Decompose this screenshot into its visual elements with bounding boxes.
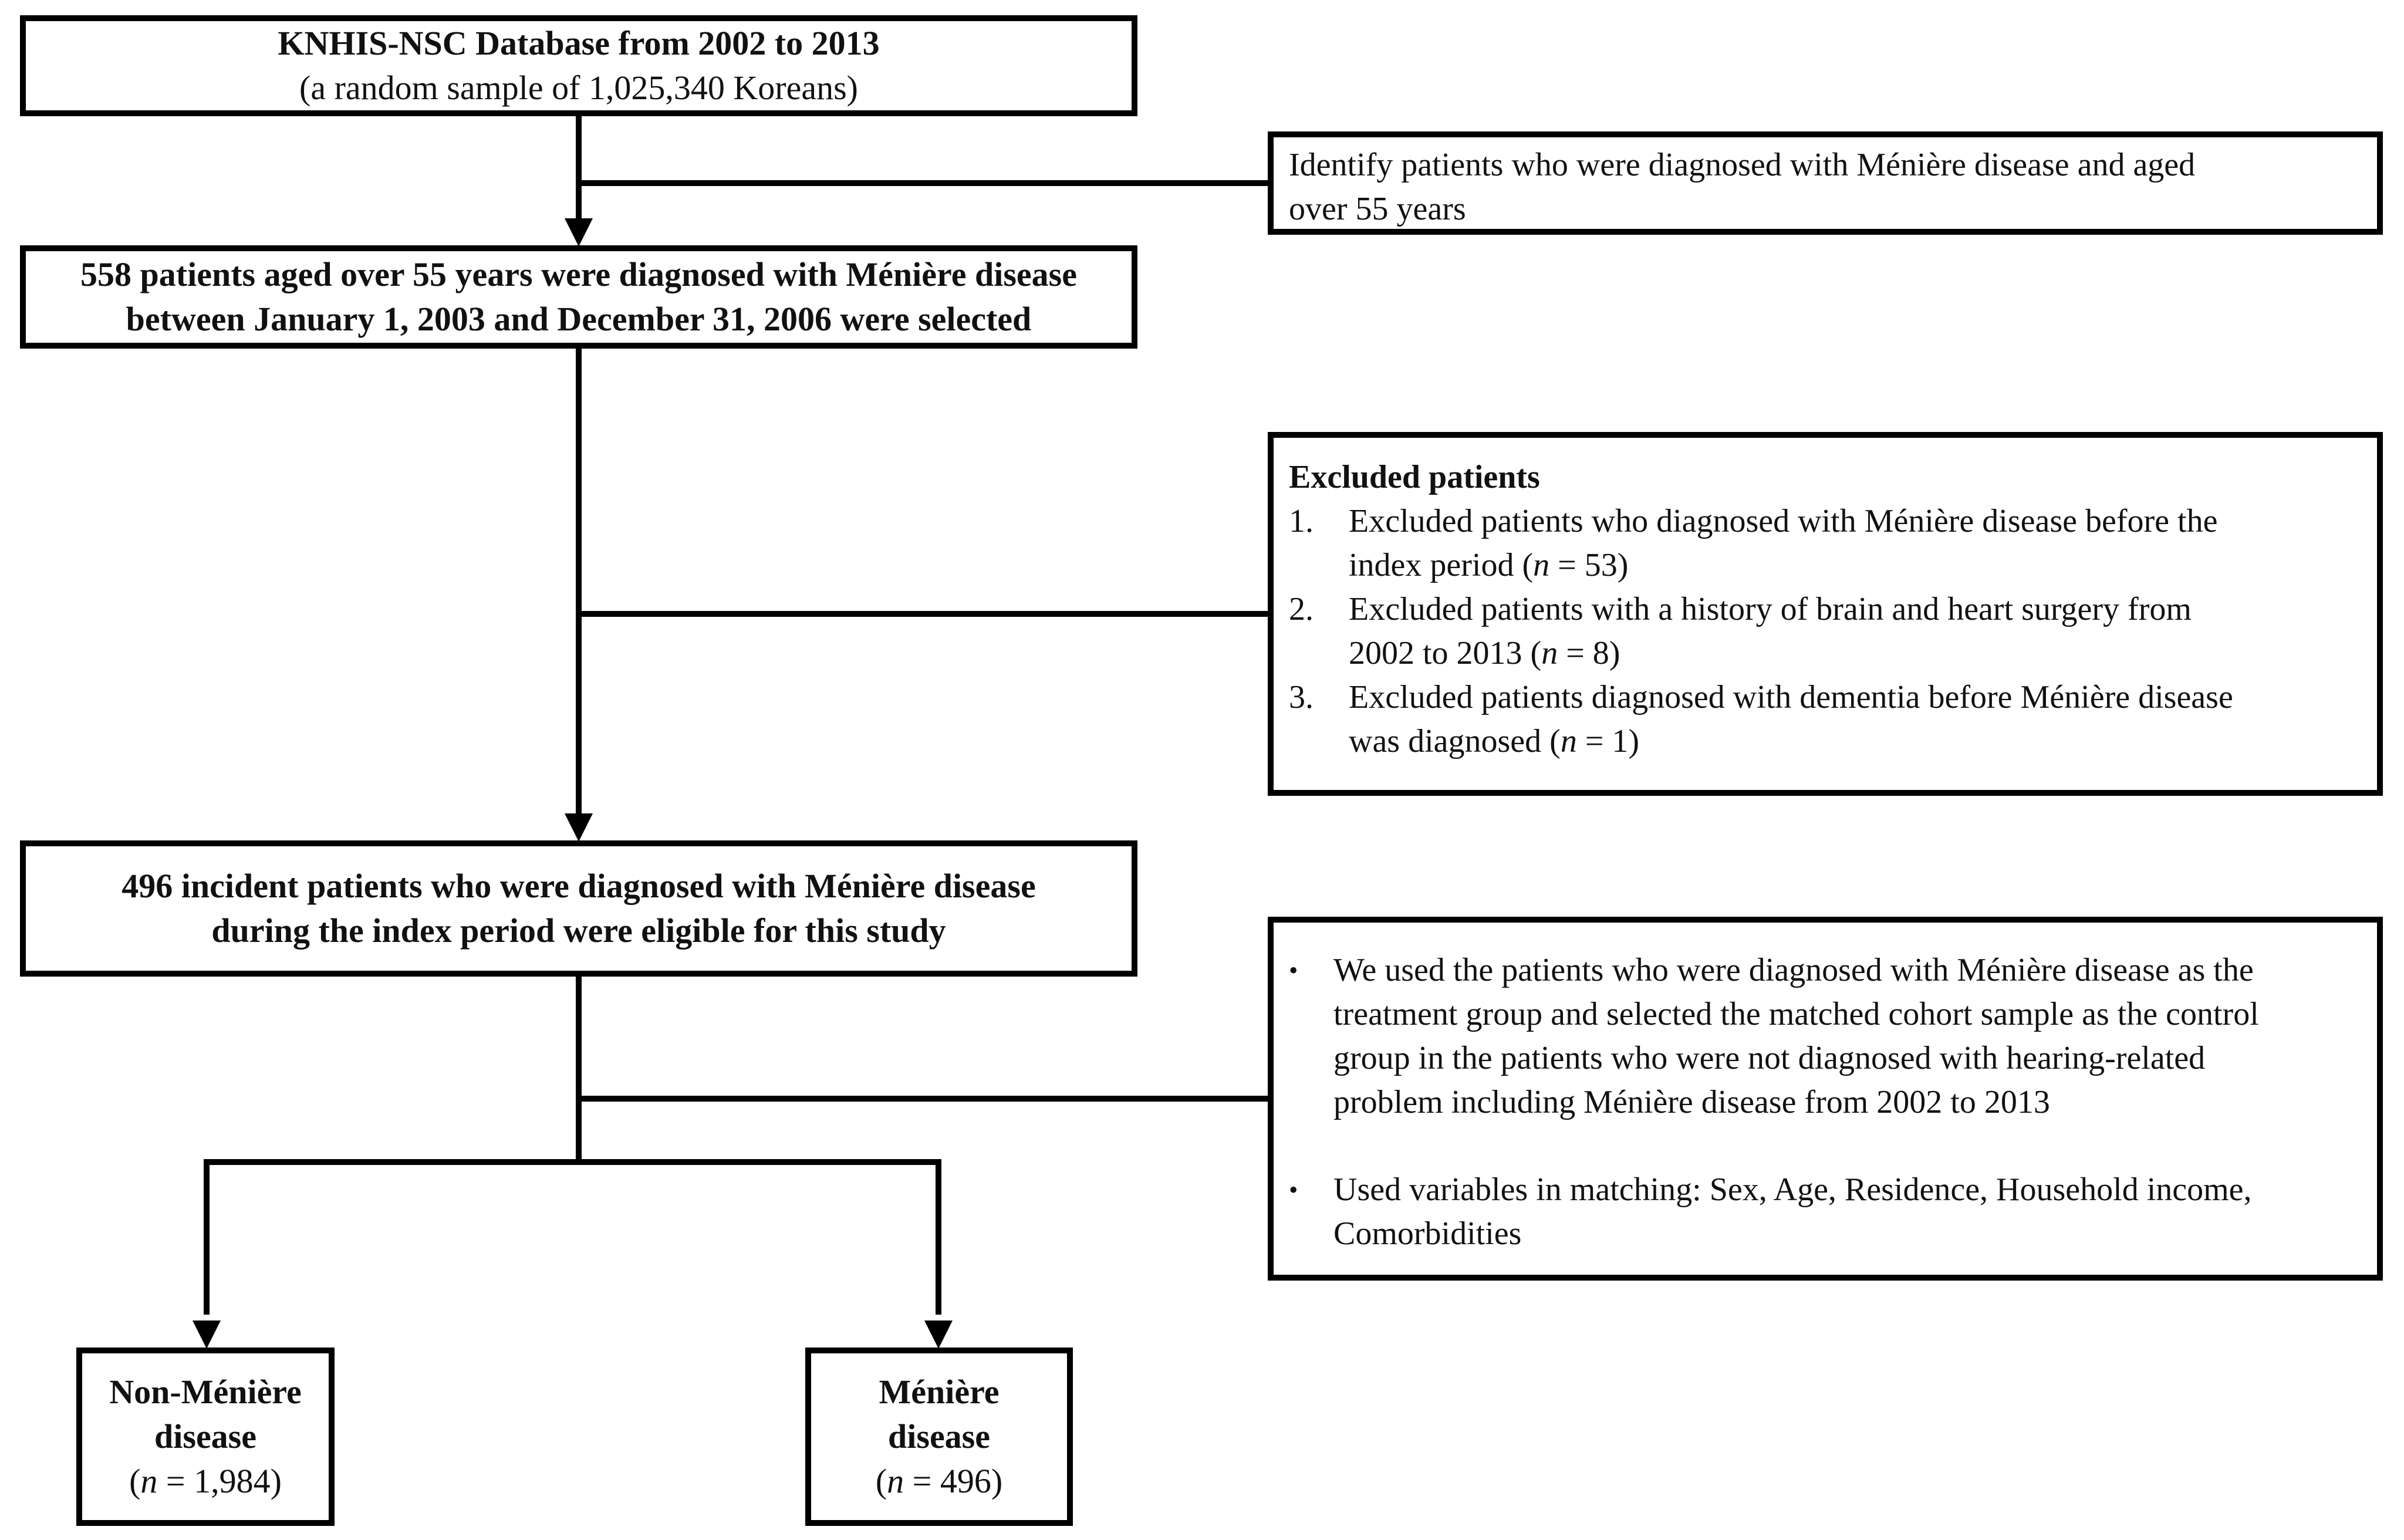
- meniere-label: Ménière: [879, 1373, 1000, 1411]
- excluded-item-text: Excluded patients who diagnosed with Mén…: [1349, 503, 2218, 539]
- identify-line-2: over 55 years: [1289, 191, 1466, 227]
- excluded-box: Excluded patients 1. Excluded patients w…: [1268, 432, 2383, 796]
- arrowhead-meniere: [924, 1321, 953, 1349]
- database-box: KNHIS-NSC Database from 2002 to 2013 (a …: [20, 15, 1137, 116]
- matching-item-1: • We used the patients who were diagnose…: [1289, 948, 2365, 1124]
- matching-item-2: • Used variables in matching: Sex, Age, …: [1289, 1168, 2365, 1256]
- database-subtitle: (a random sample of 1,025,340 Koreans): [299, 69, 858, 107]
- database-title: KNHIS-NSC Database from 2002 to 2013: [278, 24, 880, 62]
- excluded-item-count: was diagnosed (n = 1): [1349, 723, 1640, 759]
- excluded-item-3: 3. Excluded patients diagnosed with deme…: [1289, 676, 2365, 764]
- excluded-list: 1. Excluded patients who diagnosed with …: [1289, 499, 2365, 764]
- eligible-patients-box: 496 incident patients who were diagnosed…: [20, 840, 1137, 977]
- excluded-item-count: 2002 to 2013 (n = 8): [1349, 635, 1620, 671]
- matching-text-line: group in the patients who were not diagn…: [1333, 1040, 2206, 1076]
- excluded-item-text: Excluded patients with a history of brai…: [1349, 591, 2192, 627]
- arrowhead-selected: [565, 218, 593, 246]
- matching-text-line: treatment group and selected the matched…: [1333, 996, 2259, 1032]
- matching-box: • We used the patients who were diagnose…: [1268, 917, 2383, 1281]
- excluded-item-text: Excluded patients diagnosed with dementi…: [1349, 679, 2233, 715]
- non-meniere-label-2: disease: [154, 1417, 256, 1455]
- identify-line-1: Identify patients who were diagnosed wit…: [1289, 147, 2196, 183]
- meniere-label-2: disease: [888, 1417, 990, 1455]
- selected-line-2: between January 1, 2003 and December 31,…: [126, 300, 1032, 338]
- selected-line-1: 558 patients aged over 55 years were dia…: [80, 255, 1077, 293]
- eligible-line-2: during the index period were eligible fo…: [211, 911, 946, 950]
- bullet-icon: •: [1289, 956, 1298, 985]
- identify-box: Identify patients who were diagnosed wit…: [1268, 131, 2383, 235]
- matching-text-line: We used the patients who were diagnosed …: [1333, 952, 2254, 988]
- excluded-item-count: index period (n = 53): [1349, 547, 1629, 583]
- excluded-heading: Excluded patients: [1289, 459, 1540, 495]
- matching-spacer: [1289, 1124, 2365, 1168]
- matching-text-line: problem including Ménière disease from 2…: [1333, 1084, 2050, 1120]
- excluded-item-number: 2.: [1289, 591, 1314, 627]
- non-meniere-label: Non-Ménière: [109, 1373, 302, 1411]
- arrowhead-eligible: [565, 813, 593, 842]
- non-meniere-count: (n = 1,984): [129, 1462, 282, 1500]
- meniere-count: (n = 496): [875, 1462, 1003, 1500]
- eligible-line-1: 496 incident patients who were diagnosed…: [121, 867, 1036, 905]
- meniere-group-box: Ménière disease (n = 496): [805, 1348, 1073, 1526]
- excluded-item-number: 3.: [1289, 679, 1314, 715]
- selected-patients-box: 558 patients aged over 55 years were dia…: [20, 245, 1137, 349]
- excluded-item-1: 1. Excluded patients who diagnosed with …: [1289, 499, 2365, 587]
- excluded-item-number: 1.: [1289, 503, 1314, 539]
- matching-text-line: Used variables in matching: Sex, Age, Re…: [1333, 1171, 2252, 1208]
- non-meniere-group-box: Non-Ménière disease (n = 1,984): [76, 1348, 335, 1526]
- arrowhead-non-meniere: [193, 1321, 221, 1349]
- excluded-item-2: 2. Excluded patients with a history of b…: [1289, 587, 2365, 676]
- matching-text-line: Comorbidities: [1333, 1215, 1522, 1252]
- bullet-icon: •: [1289, 1176, 1298, 1204]
- matching-list: • We used the patients who were diagnose…: [1289, 948, 2365, 1256]
